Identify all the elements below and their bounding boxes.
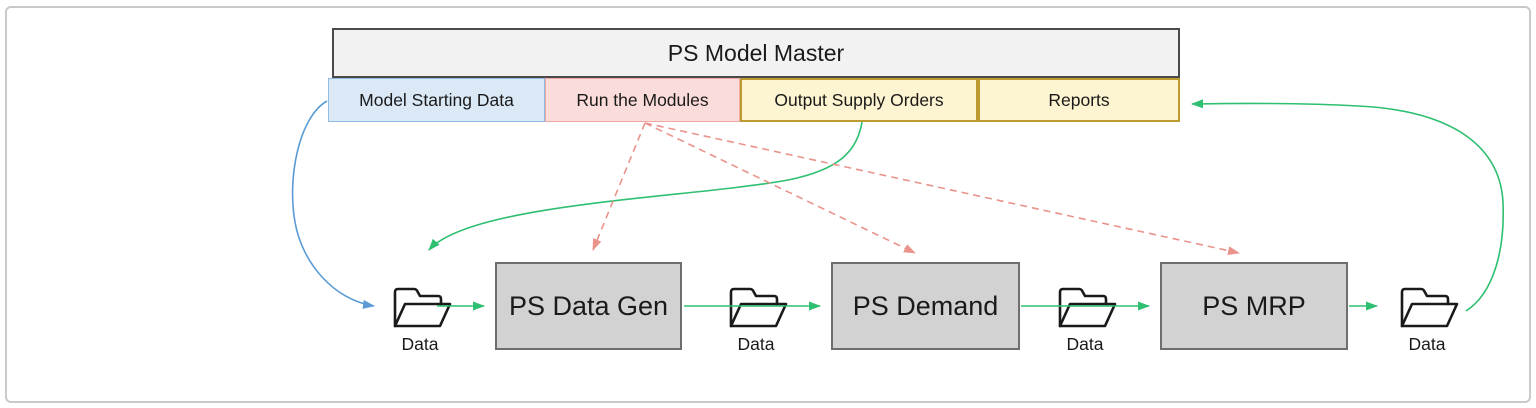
data-store-label: Data: [1408, 334, 1446, 354]
folder-icon: [1058, 287, 1117, 328]
module-ps-data-gen: PS Data Gen: [495, 262, 682, 350]
data-store-4: Data: [1393, 280, 1461, 355]
folder-icon: [729, 287, 788, 328]
tab-run-the-modules: Run the Modules: [545, 78, 740, 122]
data-store-label: Data: [401, 334, 439, 354]
data-store-1: Data: [386, 280, 454, 355]
data-store-label: Data: [1066, 334, 1104, 354]
module-ps-demand: PS Demand: [831, 262, 1020, 350]
folder-icon: [1400, 287, 1459, 328]
tab-reports: Reports: [978, 78, 1180, 122]
folder-icon: [393, 287, 452, 328]
data-store-2: Data: [722, 280, 790, 355]
data-store-label: Data: [737, 334, 775, 354]
tab-label: Reports: [1048, 89, 1110, 110]
tab-label: Model Starting Data: [359, 89, 514, 110]
outer-frame: [5, 6, 1531, 403]
ps-model-master-title: PS Model Master: [667, 39, 845, 66]
ps-model-master-box: PS Model Master: [332, 28, 1180, 78]
module-label: PS MRP: [1202, 290, 1306, 321]
tab-output-supply-orders: Output Supply Orders: [740, 78, 978, 122]
module-label: PS Data Gen: [508, 290, 669, 321]
module-label: PS Demand: [852, 290, 999, 321]
module-ps-mrp: PS MRP: [1160, 262, 1348, 350]
data-store-3: Data: [1051, 280, 1119, 355]
tab-model-starting-data: Model Starting Data: [328, 78, 545, 122]
tab-label: Run the Modules: [576, 89, 709, 110]
tab-label: Output Supply Orders: [774, 89, 944, 110]
